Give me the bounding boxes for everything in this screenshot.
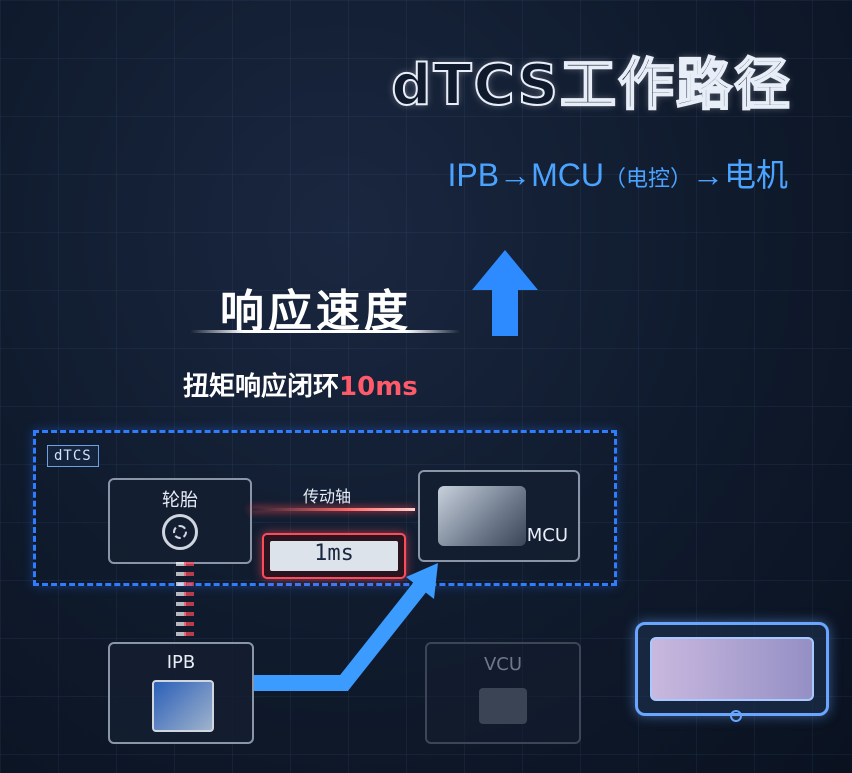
dtcs-boundary	[33, 430, 617, 586]
display-screen	[650, 637, 814, 701]
path-main-1: IPB→MCU	[447, 157, 604, 193]
dtcs-tag: dTCS	[47, 445, 99, 467]
up-arrow-icon	[472, 250, 538, 336]
torque-loop-text: 扭矩响应闭环10ms	[183, 366, 418, 403]
ipb-panel: IPB	[108, 642, 254, 744]
response-speed-heading: 响应速度	[220, 286, 412, 337]
ipb-unit-image	[152, 680, 214, 732]
path-main-2: →电机	[691, 157, 788, 193]
shaft-label: 传动轴	[303, 487, 352, 506]
path-sub: （电控）	[603, 166, 692, 191]
shaft-link	[250, 508, 415, 511]
wheel-icon	[162, 514, 198, 550]
vcu-label: VCU	[483, 654, 523, 675]
display-knob-icon	[730, 710, 742, 722]
mcu-label: MCU	[526, 525, 568, 546]
link-line-red	[184, 562, 194, 642]
torque-loop-label: 扭矩响应闭环	[183, 372, 340, 402]
display-panel	[635, 622, 829, 716]
mcu-panel: MCU	[418, 470, 580, 562]
shaft-time: 1ms	[270, 541, 398, 571]
torque-loop-value: 10ms	[339, 372, 418, 402]
ipb-label: IPB	[166, 652, 196, 673]
ipb-to-mcu-arrow-icon	[254, 563, 438, 691]
wheel-label: 轮胎	[162, 490, 198, 511]
shaft-time-box: 1ms	[262, 533, 406, 579]
heading-underline	[190, 330, 460, 333]
motor-image	[438, 486, 526, 546]
link-line-white	[176, 562, 186, 642]
vcu-unit-image	[479, 688, 527, 724]
page-title: dTCS工作路径	[390, 52, 792, 119]
path-text: IPB→MCU（电控）→电机	[448, 150, 788, 196]
vcu-panel: VCU	[425, 642, 581, 744]
wheel-panel: 轮胎	[108, 478, 252, 564]
